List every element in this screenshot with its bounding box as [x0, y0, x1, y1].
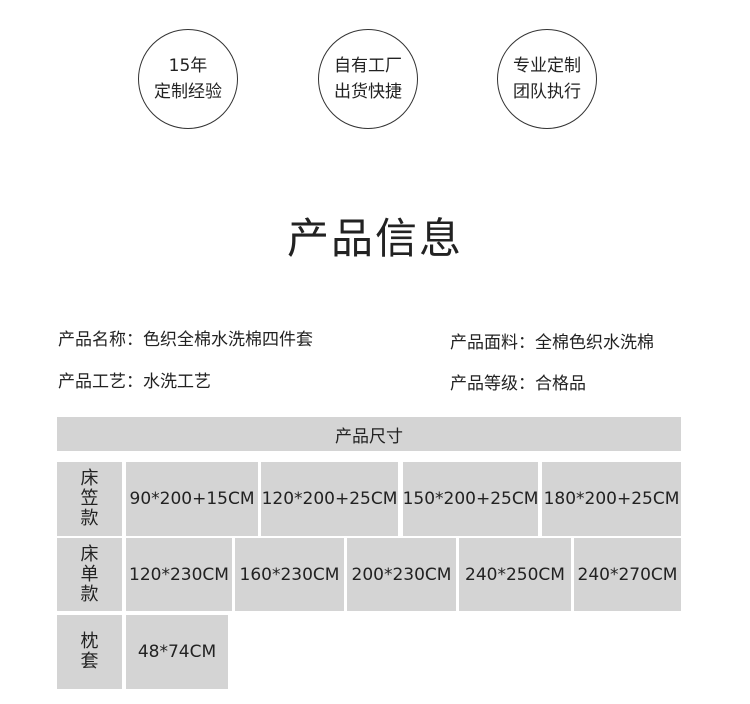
- badge-line: 专业定制: [513, 56, 581, 76]
- size-row-label: 床单款: [57, 538, 122, 611]
- size-cell: 48*74CM: [126, 615, 228, 689]
- label-char: 笠: [80, 488, 99, 509]
- badge-line: 出货快捷: [334, 82, 402, 102]
- product-grade: 产品等级：合格品: [450, 374, 586, 394]
- size-cell: 180*200+25CM: [542, 462, 681, 536]
- label-char: 枕: [80, 631, 99, 652]
- size-row-label: 枕套: [57, 615, 122, 689]
- badge-team: 专业定制团队执行: [497, 29, 597, 129]
- label-char: 款: [80, 583, 99, 605]
- badge-line: 自有工厂: [334, 56, 402, 76]
- size-table-header: 产品尺寸: [57, 417, 681, 451]
- label-char: 床: [80, 468, 99, 489]
- size-cell: 240*270CM: [574, 538, 681, 611]
- label-char: 套: [80, 651, 99, 672]
- product-name: 产品名称：色织全棉水洗棉四件套: [58, 330, 313, 350]
- size-cell: 120*200+25CM: [261, 462, 398, 536]
- badge-line: 团队执行: [513, 82, 581, 102]
- badge-experience: 15年定制经验: [138, 29, 238, 129]
- product-fabric: 产品面料：全棉色织水洗棉: [450, 333, 654, 353]
- size-cell: 90*200+15CM: [126, 462, 258, 536]
- badge-line: 15年: [168, 56, 208, 76]
- size-cell: 160*230CM: [235, 538, 344, 611]
- size-row-label: 床笠款: [57, 462, 122, 536]
- label-char: 床: [80, 543, 99, 565]
- size-cell: 120*230CM: [126, 538, 232, 611]
- size-cell: 240*250CM: [459, 538, 571, 611]
- label-char: 款: [80, 508, 99, 529]
- badge-line: 定制经验: [154, 82, 222, 102]
- label-char: 单: [80, 563, 99, 585]
- size-cell: 150*200+25CM: [403, 462, 538, 536]
- badge-factory: 自有工厂出货快捷: [318, 29, 418, 129]
- product-craft: 产品工艺：水洗工艺: [58, 372, 211, 392]
- page-title: 产品信息: [286, 214, 463, 263]
- size-cell: 200*230CM: [347, 538, 456, 611]
